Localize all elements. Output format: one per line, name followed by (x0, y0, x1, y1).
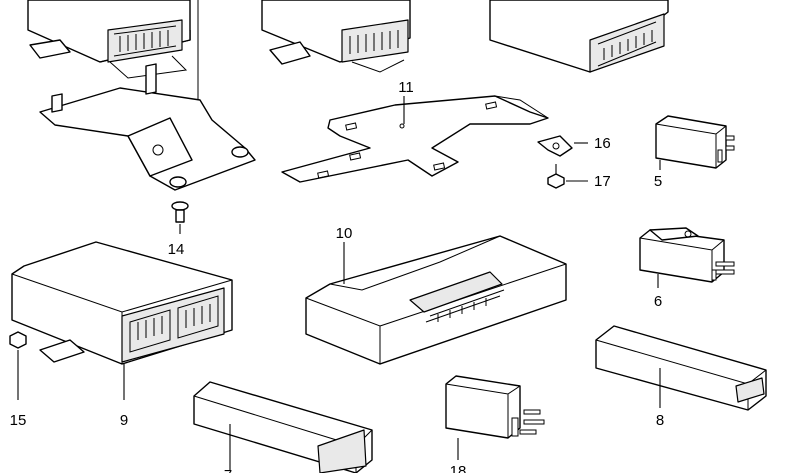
callout-7: 7 (224, 467, 232, 473)
part-control-unit-9 (11, 241, 233, 400)
part-control-unit-top-right (489, 0, 669, 73)
part-module-8 (595, 325, 767, 411)
callout-11: 11 (398, 79, 414, 96)
part-module-7 (193, 381, 373, 473)
callout-16: 16 (594, 135, 611, 152)
part-relay-6 (639, 227, 735, 288)
part-relay-18 (445, 375, 545, 460)
callout-18: 18 (450, 463, 467, 473)
callout-9: 9 (120, 412, 128, 429)
callout-14: 14 (168, 241, 185, 258)
callout-5: 5 (654, 173, 662, 190)
part-nut-15 (9, 331, 27, 400)
part-nut-17 (547, 164, 588, 189)
part-control-unit-top-left (27, 0, 199, 100)
callout-6: 6 (654, 293, 662, 310)
callout-15: 15 (10, 412, 27, 429)
callout-10: 10 (336, 225, 353, 242)
part-control-unit-top-middle (261, 0, 411, 73)
callout-8: 8 (656, 412, 664, 429)
part-bracket-11 (281, 95, 549, 183)
part-mounting-bracket (39, 63, 256, 191)
part-clip-16 (537, 135, 588, 157)
callout-17: 17 (594, 173, 611, 190)
part-control-unit-10 (305, 235, 567, 365)
part-screw-14 (171, 201, 189, 234)
part-relay-5 (655, 115, 735, 170)
